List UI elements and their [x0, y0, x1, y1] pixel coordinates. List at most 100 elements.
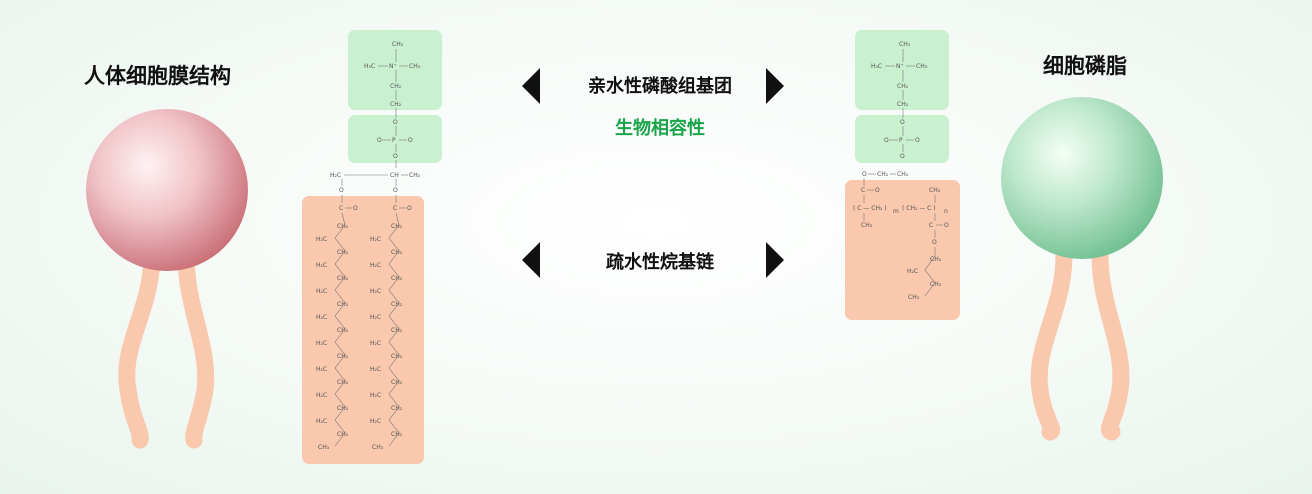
svg-text:CH₂: CH₂ [391, 223, 403, 230]
hydrophobic-label: 疏水性烷基链 [606, 252, 714, 273]
svg-text:CH₃: CH₃ [372, 444, 384, 451]
left-structural-formula: CH₃ H₃C N⁺ CH₃ CH₂ CH₂ O O P O O H₂C CH [330, 41, 421, 212]
svg-text:CH₂: CH₂ [897, 171, 909, 178]
right-structural-formula: CH₃ H₃C N⁺ CH₃ CH₂ CH₂ O O P O O O CH₂ [853, 41, 949, 301]
svg-text:CH₂: CH₂ [391, 379, 403, 386]
svg-text:H₂C: H₂C [316, 392, 327, 399]
svg-text:CH₂: CH₂ [930, 281, 942, 288]
svg-text:CH₃: CH₃ [392, 41, 404, 48]
svg-text:O: O [862, 171, 867, 178]
svg-text:H₃C: H₃C [871, 63, 882, 70]
svg-text:CH₂: CH₂ [897, 101, 909, 108]
svg-text:CH₃: CH₃ [916, 63, 928, 70]
left-lipid-tail-2 [177, 246, 215, 449]
svg-text:CH₂: CH₂ [409, 172, 421, 179]
svg-text:P: P [899, 137, 903, 144]
svg-text:H₂C: H₂C [330, 172, 341, 179]
svg-text:O: O [944, 222, 949, 229]
left-phosphate-box [348, 115, 442, 163]
svg-text:C: C [861, 187, 865, 194]
svg-text:O: O [932, 239, 937, 246]
svg-text:H₂C: H₂C [316, 418, 327, 425]
svg-text:CH₂: CH₂ [337, 249, 349, 256]
svg-text:H₂C: H₂C [370, 262, 381, 269]
right-lipid-tail-1 [1030, 246, 1073, 441]
svg-text:O: O [915, 137, 920, 144]
svg-text:O: O [900, 153, 905, 160]
svg-text:CH₂: CH₂ [897, 83, 909, 90]
svg-text:m: m [893, 208, 899, 215]
right-phosphate-box [855, 115, 949, 163]
svg-text:CH₂: CH₂ [930, 256, 942, 263]
svg-text:CH₂: CH₂ [337, 431, 349, 438]
svg-text:CH₃: CH₃ [318, 444, 330, 451]
left-lipid-head-sphere [86, 109, 248, 271]
biocompat-label: 生物相容性 [615, 118, 705, 139]
svg-text:H₂C: H₂C [370, 288, 381, 295]
svg-text:H₂C: H₂C [316, 314, 327, 321]
svg-text:CH₂: CH₂ [337, 223, 349, 230]
svg-text:H₂C: H₂C [316, 366, 327, 373]
svg-text:CH₂: CH₂ [337, 379, 349, 386]
svg-text:CH₂: CH₂ [390, 83, 402, 90]
left-title: 人体细胞膜结构 [84, 64, 231, 88]
right-alkyl-box [845, 180, 960, 320]
right-lipid-head-sphere [1001, 97, 1163, 259]
svg-text:( C — CH₂ ): ( C — CH₂ ) [853, 205, 887, 212]
svg-text:O: O [353, 205, 358, 212]
svg-text:C: C [339, 205, 343, 212]
svg-text:CH₂: CH₂ [337, 353, 349, 360]
left-alkyl-chains: CH₂ H₂C CH₂ H₂C CH₂ H₂C CH₂ H₂C CH₂ H₂C … [316, 212, 403, 451]
arrow-hydrophilic-right [766, 68, 784, 104]
svg-text:CH₃: CH₃ [861, 222, 873, 229]
arrow-hydrophobic-left [522, 242, 540, 278]
svg-text:CH₂: CH₂ [391, 353, 403, 360]
svg-text:n: n [944, 208, 948, 215]
svg-text:CH: CH [390, 172, 399, 179]
svg-text:O: O [393, 119, 398, 126]
svg-text:H₂C: H₂C [370, 340, 381, 347]
svg-text:N⁺: N⁺ [896, 63, 904, 70]
svg-text:CH₃: CH₃ [409, 63, 421, 70]
svg-text:O: O [408, 137, 413, 144]
svg-text:( CH₂ — C ): ( CH₂ — C ) [902, 205, 936, 212]
svg-text:O: O [875, 187, 880, 194]
svg-text:H₂C: H₂C [316, 288, 327, 295]
right-lipid-tail-2 [1091, 246, 1130, 441]
svg-text:CH₃: CH₃ [908, 294, 920, 301]
svg-text:H₂C: H₂C [370, 236, 381, 243]
left-choline-box [348, 30, 442, 110]
svg-text:O: O [407, 205, 412, 212]
svg-text:H₂C: H₂C [907, 268, 918, 275]
svg-text:H₂C: H₂C [370, 314, 381, 321]
svg-text:H₂C: H₂C [370, 418, 381, 425]
svg-text:H₂C: H₂C [316, 262, 327, 269]
svg-text:CH₂: CH₂ [391, 405, 403, 412]
left-lipid-tail-1 [118, 246, 161, 449]
svg-text:H₂C: H₂C [316, 340, 327, 347]
svg-text:CH₃: CH₃ [929, 187, 941, 194]
svg-text:CH₂: CH₂ [391, 327, 403, 334]
svg-text:C: C [929, 222, 933, 229]
right-title: 细胞磷脂 [1043, 54, 1127, 78]
svg-text:H₃C: H₃C [364, 63, 375, 70]
svg-text:O: O [393, 153, 398, 160]
left-alkyl-box [302, 196, 424, 464]
svg-text:H₂C: H₂C [370, 366, 381, 373]
svg-text:CH₂: CH₂ [337, 327, 349, 334]
svg-text:O: O [884, 137, 889, 144]
hydrophilic-label: 亲水性磷酸组基团 [588, 76, 732, 97]
arrow-hydrophilic-left [522, 68, 540, 104]
svg-text:P: P [392, 137, 396, 144]
svg-text:CH₂: CH₂ [337, 275, 349, 282]
svg-text:CH₂: CH₂ [391, 301, 403, 308]
svg-text:N⁺: N⁺ [389, 63, 397, 70]
arrow-hydrophobic-right [766, 242, 784, 278]
svg-text:O: O [900, 119, 905, 126]
svg-text:O: O [393, 187, 398, 194]
svg-text:H₂C: H₂C [316, 236, 327, 243]
svg-text:CH₂: CH₂ [391, 275, 403, 282]
svg-text:H₂C: H₂C [370, 392, 381, 399]
